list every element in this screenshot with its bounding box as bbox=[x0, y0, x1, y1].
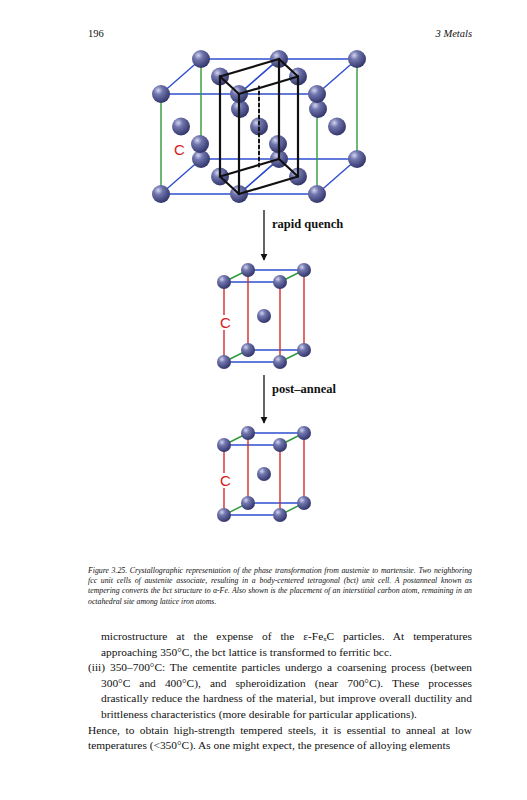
process-arrow bbox=[263, 210, 264, 260]
carbon-label: C bbox=[219, 315, 232, 330]
fcc-edge bbox=[161, 193, 239, 194]
body-paragraph: Hence, to obtain high-strength tempered … bbox=[88, 723, 472, 754]
cell-edge bbox=[279, 445, 280, 515]
bct-edge bbox=[220, 59, 279, 77]
iron-atom bbox=[241, 496, 255, 510]
iron-atom bbox=[297, 426, 311, 440]
fcc-edge bbox=[238, 94, 239, 194]
cell-edge bbox=[224, 514, 280, 515]
iron-atom bbox=[297, 496, 311, 510]
bct-edge bbox=[220, 77, 239, 95]
carbon-label: C bbox=[173, 142, 186, 157]
iron-atom bbox=[192, 50, 210, 68]
bct-edge bbox=[219, 77, 221, 177]
bct-edge bbox=[239, 77, 298, 95]
cell-edge bbox=[248, 269, 304, 270]
carbon-label: C bbox=[219, 473, 232, 488]
cell-edge bbox=[224, 444, 280, 445]
fcc-edge bbox=[278, 59, 279, 159]
cell-edge bbox=[248, 349, 304, 350]
bct-edge bbox=[279, 159, 298, 177]
iron-atom bbox=[241, 343, 255, 357]
fcc-edge bbox=[160, 94, 161, 194]
iron-atom bbox=[273, 275, 287, 289]
cell-edge bbox=[224, 281, 280, 282]
cell-edge bbox=[248, 502, 304, 503]
iron-atom bbox=[273, 508, 287, 522]
fcc-edge bbox=[279, 158, 357, 159]
list-item: (iii) 350–700°C: The cementite particles… bbox=[88, 660, 472, 722]
step-label: rapid quench bbox=[271, 218, 344, 232]
iron-atom bbox=[308, 185, 326, 203]
iron-atom bbox=[297, 343, 311, 357]
iron-atom bbox=[217, 275, 231, 289]
fcc-edge bbox=[356, 59, 357, 159]
bct-edge bbox=[220, 159, 279, 177]
iron-atom bbox=[273, 355, 287, 369]
iron-atom bbox=[152, 185, 170, 203]
bct-edge bbox=[297, 77, 299, 177]
cell-edge bbox=[247, 433, 248, 503]
crystal-cell: C bbox=[216, 425, 312, 523]
running-head: 3 Metals bbox=[300, 28, 472, 41]
bct-axis bbox=[258, 87, 260, 167]
iron-atom bbox=[328, 118, 346, 136]
fcc-edge bbox=[238, 94, 239, 194]
iron-atom bbox=[257, 467, 271, 481]
iron-atom bbox=[172, 118, 190, 136]
figure-caption: Figure 3.25. Crystallographic representa… bbox=[88, 566, 472, 607]
bct-edge bbox=[220, 177, 239, 195]
process-arrow bbox=[263, 375, 264, 423]
iron-atom bbox=[152, 85, 170, 103]
bct-edge bbox=[279, 59, 298, 77]
fcc-edge bbox=[278, 59, 279, 159]
fcc-edge bbox=[161, 93, 239, 94]
bct-edge bbox=[239, 177, 298, 195]
crystal-cell: C bbox=[216, 262, 312, 370]
iron-atom bbox=[308, 85, 326, 103]
iron-atom bbox=[191, 135, 209, 153]
cell-edge bbox=[303, 433, 304, 503]
cell-edge bbox=[248, 432, 304, 433]
iron-atom bbox=[217, 355, 231, 369]
iron-atom bbox=[217, 438, 231, 452]
fcc-edge bbox=[239, 193, 317, 194]
body-text: microstructure at the expense of the ε-F… bbox=[88, 629, 472, 754]
fcc-edge bbox=[279, 58, 357, 59]
page-number: 196 bbox=[88, 28, 104, 41]
iron-atoms bbox=[152, 50, 366, 522]
cell-edge bbox=[247, 270, 248, 350]
crystal-cell: C bbox=[152, 50, 368, 205]
iron-atom bbox=[297, 263, 311, 277]
lattice-lines bbox=[161, 59, 357, 515]
cell-edge bbox=[224, 361, 280, 362]
cell-edge bbox=[303, 270, 304, 350]
iron-atom bbox=[348, 150, 366, 168]
bct-cell-outline bbox=[220, 59, 298, 194]
iron-atom bbox=[273, 438, 287, 452]
iron-atom bbox=[241, 426, 255, 440]
iron-atom bbox=[348, 50, 366, 68]
iron-atom bbox=[257, 309, 271, 323]
bct-edge bbox=[238, 94, 240, 194]
cell-edge bbox=[279, 282, 280, 362]
step-label: post–anneal bbox=[271, 383, 337, 397]
fcc-edge bbox=[201, 58, 279, 59]
body-paragraph: microstructure at the expense of the ε-F… bbox=[88, 629, 472, 660]
iron-atom bbox=[217, 508, 231, 522]
iron-atom bbox=[241, 263, 255, 277]
bct-edge bbox=[278, 59, 280, 159]
